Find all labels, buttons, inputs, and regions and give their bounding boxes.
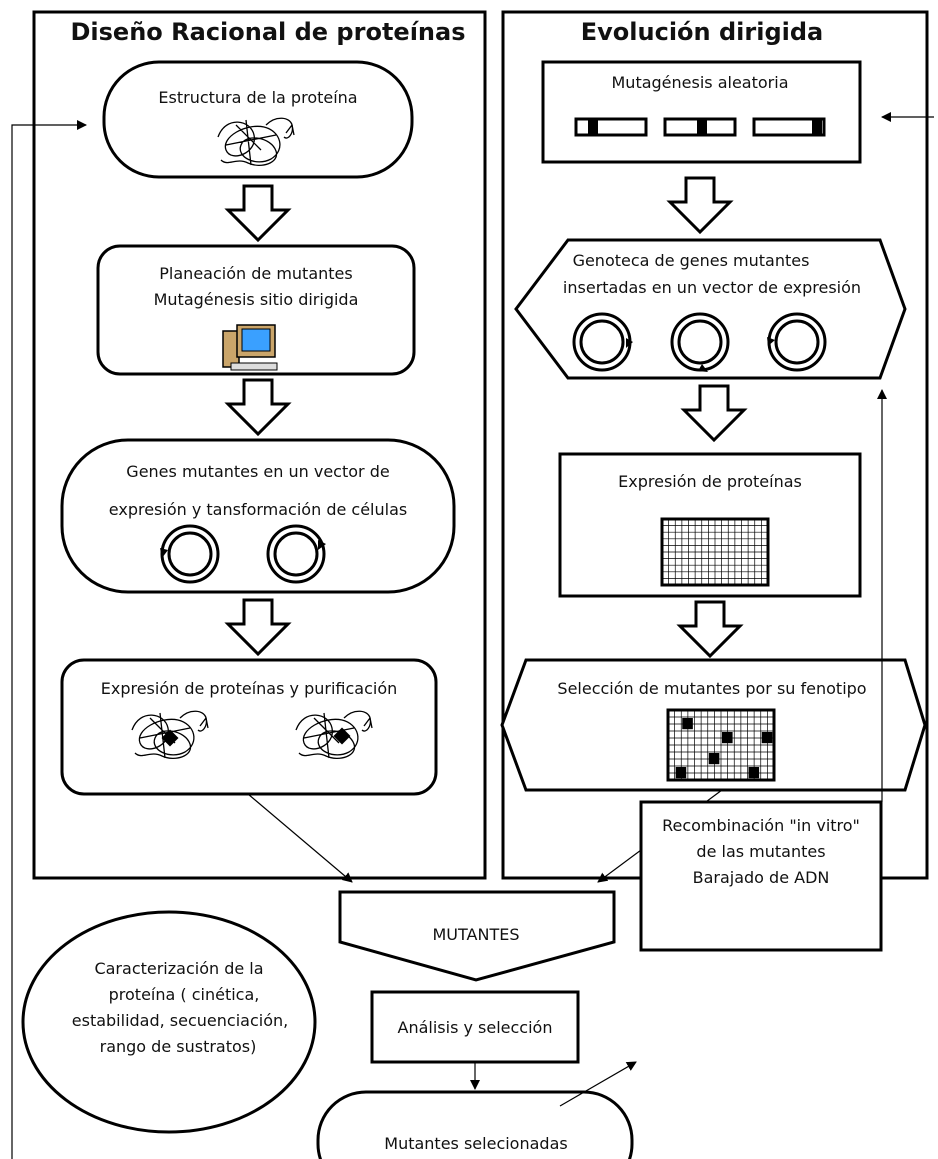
connector-arrow	[247, 793, 353, 883]
expression-purification-label: Expresión de proteínas y purificación	[101, 679, 398, 698]
phenotype-selection-label: Selección de mutantes por su fenotipo	[557, 679, 866, 698]
characterization-label-2: proteína ( cinética,	[109, 985, 260, 1004]
random-mutagenesis-node	[541, 60, 862, 164]
gene-library-label-1: Genoteca de genes mutantes	[573, 251, 810, 270]
expression-purification-node	[60, 658, 438, 796]
gene-bar-icon	[752, 117, 826, 137]
hollow-down-arrow	[666, 176, 734, 235]
gene-library-label-2: insertadas en un vector de expresión	[563, 278, 861, 297]
characterization-label-3: estabilidad, secuenciación,	[72, 1011, 288, 1030]
plasmid-icon	[670, 312, 730, 372]
mutant-planning-label-2: Mutagénesis sitio dirigida	[154, 290, 359, 309]
hollow-down-arrow	[224, 378, 292, 437]
mutated-protein-icon	[131, 710, 209, 760]
hollow-down-arrow	[676, 600, 744, 659]
microplate-grid-icon	[666, 708, 776, 782]
analysis-label: Análisis y selección	[398, 1018, 553, 1037]
plasmid-icon	[266, 524, 326, 584]
protein-structure-node	[102, 60, 414, 179]
protein-expression-label: Expresión de proteínas	[618, 472, 802, 491]
feedback-arrow	[11, 120, 87, 1159]
mutated-protein-icon	[295, 710, 373, 760]
selected-well	[708, 753, 720, 765]
recombination-label-3: Barajado de ADN	[693, 868, 830, 887]
hollow-down-arrow	[224, 184, 292, 243]
selected-well	[748, 767, 760, 779]
computer-icon	[222, 324, 278, 371]
gene-bar-icon	[663, 117, 737, 137]
selected-well	[722, 732, 733, 744]
mutants-label: MUTANTES	[433, 925, 520, 944]
characterization-label-1: Caracterización de la	[94, 959, 263, 978]
selected-well	[682, 718, 693, 730]
mutant-planning-node	[96, 244, 416, 376]
rational-design-title: Diseño Racional de proteínas	[71, 18, 466, 46]
rational-design-frame	[32, 10, 487, 880]
characterization-label-4: rango de sustratos)	[100, 1037, 257, 1056]
microplate-grid-icon	[660, 517, 770, 587]
plasmid-icon	[160, 524, 220, 584]
characterization-node	[21, 910, 317, 1134]
protein-structure-label: Estructura de la proteína	[158, 88, 357, 107]
selected-mutants-node	[316, 1090, 634, 1159]
directed-evolution-title: Evolución dirigida	[581, 18, 823, 46]
selected-mutants-label: Mutantes selecionadas	[384, 1134, 567, 1153]
selected-well	[761, 732, 773, 744]
plasmid-icon	[767, 312, 827, 372]
recombination-node	[639, 800, 883, 952]
recombination-label-1: Recombinación "in vitro"	[662, 816, 860, 835]
gene-bar-icon	[574, 117, 648, 137]
connector-arrow	[559, 1061, 637, 1107]
mutants-node	[338, 890, 616, 982]
analysis-node	[370, 990, 580, 1064]
recombination-label-2: de las mutantes	[696, 842, 825, 861]
expression-vector-label-2: expresión y tansformación de células	[109, 500, 407, 519]
selected-well	[675, 767, 687, 779]
hollow-down-arrow	[680, 384, 748, 443]
expression-vector-label-1: Genes mutantes en un vector de	[126, 462, 389, 481]
mutant-planning-label-1: Planeación de mutantes	[159, 264, 352, 283]
random-mutagenesis-label: Mutagénesis aleatoria	[612, 73, 789, 92]
plasmid-icon	[572, 312, 633, 372]
hollow-down-arrow	[224, 598, 292, 657]
gene-library-node	[514, 238, 907, 380]
expression-vector-node	[60, 438, 456, 594]
